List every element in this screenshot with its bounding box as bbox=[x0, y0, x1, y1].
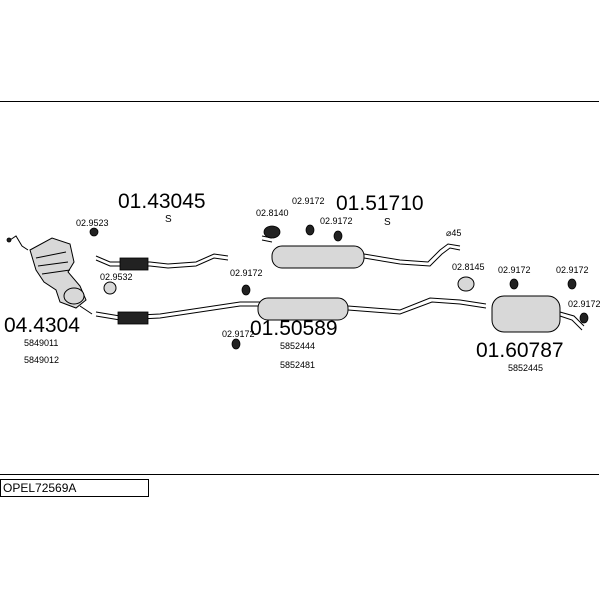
center-silencer-lower bbox=[257, 297, 487, 321]
front-pipe-lower bbox=[95, 301, 260, 325]
accessory-label: 02.9172 bbox=[320, 216, 353, 226]
part-number-01-60787: 01.60787 bbox=[476, 339, 564, 362]
part-number-04-4304: 04.4304 bbox=[4, 314, 80, 337]
diameter-note: ⌀45 bbox=[446, 228, 461, 238]
center-silencer-upper bbox=[261, 235, 461, 269]
hangers bbox=[89, 224, 589, 350]
part-number-01-51710: 01.51710 bbox=[336, 192, 424, 215]
accessory-label: 02.9532 bbox=[100, 272, 133, 282]
oem-number: 5852444 bbox=[280, 341, 315, 351]
accessory-label: 02.9172 bbox=[568, 299, 600, 309]
part-number-01-43045: 01.43045 bbox=[118, 190, 206, 213]
accessory-label: 02.9172 bbox=[498, 265, 531, 275]
accessory-label: 02.9172 bbox=[230, 268, 263, 278]
accessory-label: 02.8145 bbox=[452, 262, 485, 272]
part-suffix-01-51710: S bbox=[384, 217, 391, 228]
accessory-label: 02.9172 bbox=[222, 329, 255, 339]
diagram-frame bbox=[0, 101, 599, 475]
accessory-label: 02.9523 bbox=[76, 218, 109, 228]
manifold-catalyst bbox=[6, 235, 93, 315]
accessory-label: 02.9172 bbox=[292, 196, 325, 206]
accessory-label: 02.8140 bbox=[256, 208, 289, 218]
accessory-label: 02.9172 bbox=[556, 265, 589, 275]
part-suffix-01-43045: S bbox=[165, 214, 172, 225]
rear-silencer bbox=[491, 295, 585, 333]
part-number-01-50589: 01.50589 bbox=[250, 317, 338, 340]
oem-number: 5852445 bbox=[508, 363, 543, 373]
oem-number: 5852481 bbox=[280, 360, 315, 370]
diagram-code: OPEL72569A bbox=[0, 479, 149, 497]
front-pipe-upper bbox=[95, 253, 229, 271]
oem-number: 5849012 bbox=[24, 355, 59, 365]
oem-number: 5849011 bbox=[24, 338, 58, 348]
